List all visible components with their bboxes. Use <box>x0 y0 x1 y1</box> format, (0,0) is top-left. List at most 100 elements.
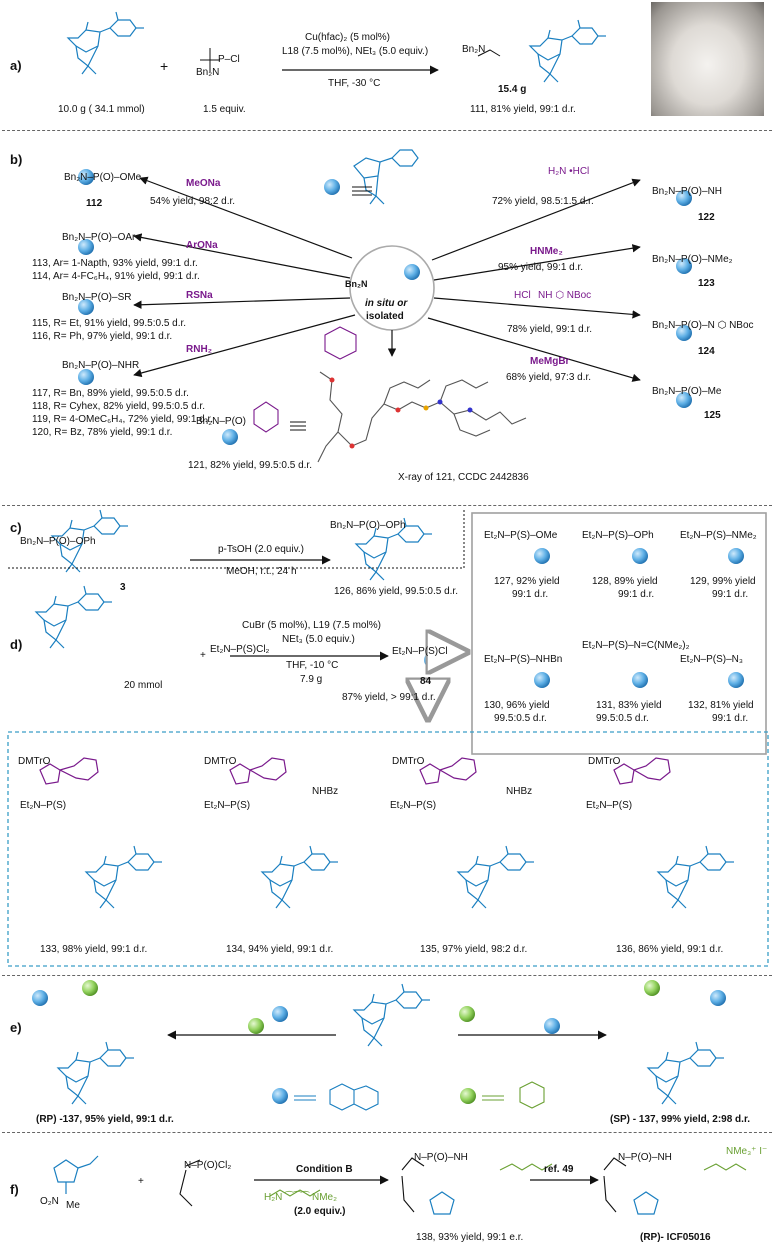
box-132-struct: Et₂N–P(S)–N₃ <box>680 654 743 665</box>
b-label-121: 121, 82% yield, 99.5:0.5 d.r. <box>188 460 312 471</box>
a-reagent-equiv: 1.5 equiv. <box>203 104 246 115</box>
b-113-struct: Bn₂N–P(O)–OAr <box>62 232 136 243</box>
box-132-dr: 99:1 d.r. <box>712 713 749 724</box>
d-prod-struct: Et₂N–P(S)Cl <box>392 646 448 657</box>
dn-133-et2n: Et₂N–P(S) <box>20 800 67 811</box>
divider <box>2 1132 772 1133</box>
a-reagent: Bn₂N <box>196 67 220 78</box>
f-nme3: NMe₃⁺ I⁻ <box>726 1146 768 1157</box>
e-right-product: (SP) - 137, 99% yield, 2:98 d.r. <box>610 1114 751 1125</box>
f-final-struct: N–P(O)–NH <box>618 1152 672 1163</box>
b-label-113: 113, Ar= 1-Napth, 93% yield, 99:1 d.r. <box>32 258 198 269</box>
b-label-112: 112 <box>86 198 103 209</box>
plus-sign: + <box>160 58 169 74</box>
box-128-dr: 99:1 d.r. <box>618 589 655 600</box>
d-cond4: 7.9 g <box>300 674 323 685</box>
b-label-124: 124 <box>698 346 715 357</box>
box-132-label: 132, 81% yield <box>688 700 754 711</box>
b-112-struct: Bn₂N–P(O)–OMe <box>64 172 142 183</box>
d-cond3: THF, -10 °C <box>286 660 339 671</box>
b-label-119: 119, R= 4-OMeC₆H₄, 72% yield, 99:1 d.r. <box>32 414 214 425</box>
b-121-struct: Bn₂N–P(O) <box>196 416 247 427</box>
f-ref: ref. 49 <box>544 1164 574 1175</box>
box-129-dr: 99:1 d.r. <box>712 589 749 600</box>
b-label-114: 114, Ar= 4-FC₆H₄, 91% yield, 99:1 d.r. <box>32 271 200 282</box>
box-131-dr: 99.5:0.5 d.r. <box>596 713 649 724</box>
section-c-label: c) <box>10 520 22 535</box>
section-a-label: a) <box>10 58 22 73</box>
f-cond-title: Condition B <box>296 1164 353 1175</box>
c-sm-label: 3 <box>120 582 126 593</box>
f-plus-sign: + <box>138 1176 144 1187</box>
d-cond1: CuBr (5 mol%), L19 (7.5 mol%) <box>242 620 381 631</box>
f-final: (RP)- ICF05016 <box>640 1232 711 1243</box>
a-sm-amount: 10.0 g ( 34.1 mmol) <box>58 104 145 115</box>
divider <box>2 505 772 506</box>
dn-136-et2n: Et₂N–P(S) <box>586 800 633 811</box>
b-label-115: 115, R= Et, 91% yield, 99.5:0.5 d.r. <box>32 318 187 329</box>
dn-134-label: 134, 94% yield, 99:1 d.r. <box>226 944 334 955</box>
box-128-struct: Et₂N–P(S)–OPh <box>582 530 654 541</box>
box-130-struct: Et₂N–P(S)–NHBn <box>484 654 563 665</box>
b-center-line1: in situ or <box>365 298 408 309</box>
b-result-125: 68% yield, 97:3 d.r. <box>506 372 592 383</box>
a-product: 111, 81% yield, 99:1 d.r. <box>470 104 576 115</box>
dn-134-nhbz: NHBz <box>312 786 339 797</box>
e-left-product: (RP) -137, 95% yield, 99:1 d.r. <box>36 1114 174 1125</box>
b-result-124: 78% yield, 99:1 d.r. <box>507 324 593 335</box>
b-center-line2: isolated <box>366 311 404 322</box>
b-123-struct: Bn₂N–P(O)–NMe₂ <box>652 254 733 265</box>
b-xray: X-ray of 121, CCDC 2442836 <box>398 472 529 483</box>
box-127-dr: 99:1 d.r. <box>512 589 549 600</box>
b-122-struct: Bn₂N–P(O)–NH <box>652 186 723 197</box>
box-129-label: 129, 99% yield <box>690 576 756 587</box>
b-label-120: 120, R= Bz, 78% yield, 99:1 d.r. <box>32 427 173 438</box>
f-me: Me <box>66 1200 80 1211</box>
b-115-struct: Bn₂N–P(O)–SR <box>62 292 132 303</box>
d-product-label: 84 <box>420 676 432 687</box>
box-131-label: 131, 83% yield <box>596 700 662 711</box>
b-label-118: 118, R= Cyhex, 82% yield, 99.5:0.5 d.r. <box>32 401 205 412</box>
d-amount: 20 mmol <box>124 680 163 691</box>
d-reagent-struct: Et₂N–P(S)Cl₂ <box>210 644 270 655</box>
b-label-122: 122 <box>698 212 715 223</box>
d-plus-sign: + <box>200 650 206 661</box>
f-cond-equiv: (2.0 equiv.) <box>294 1206 346 1217</box>
c-sm-struct: Bn₂N–P(O)–OPh <box>20 536 96 547</box>
box-127-label: 127, 92% yield <box>494 576 560 587</box>
dn-135-et2n: Et₂N–P(S) <box>390 800 437 811</box>
section-d-label: d) <box>10 637 23 652</box>
dn-133-label: 133, 98% yield, 99:1 d.r. <box>40 944 148 955</box>
c-prod-struct: Bn₂N–P(O)–OPh <box>330 520 406 531</box>
a-prod-bn2n: Bn₂N <box>462 44 486 55</box>
dn-134-dmtr: DMTrO <box>204 756 237 767</box>
divider <box>2 130 772 131</box>
box-130-dr: 99.5:0.5 d.r. <box>494 713 547 724</box>
b-spiro-amine: NH ⬡ NBoc <box>538 290 592 301</box>
section-f-label: f) <box>10 1182 19 1197</box>
product-photo <box>651 2 764 116</box>
f-product: 138, 93% yield, 99:1 e.r. <box>416 1232 524 1243</box>
b-center-bn2n: Bn₂N <box>345 279 368 289</box>
b-reagent-meona: MeONa <box>186 178 221 189</box>
dn-136-dmtr: DMTrO <box>588 756 621 767</box>
a-cond2: L18 (7.5 mol%), NEt₃ (5.0 equiv.) <box>282 46 429 57</box>
dn-136-label: 136, 86% yield, 99:1 d.r. <box>616 944 724 955</box>
b-124-struct: Bn₂N–P(O)–N ⬡ NBoc <box>652 320 754 331</box>
b-reagent-spiro: HCl <box>514 290 531 301</box>
f-reagent-struct: N–P(O)Cl₂ <box>184 1160 232 1171</box>
f-diamine: H₂N ⁀⁀⁀ NMe₂ <box>264 1192 337 1203</box>
c-cond2: MeOH, r.t., 24 h <box>226 566 297 577</box>
a-cond1: Cu(hfac)₂ (5 mol%) <box>305 32 391 43</box>
b-reagent-hnme2: HNMe₂ <box>530 246 563 257</box>
b-125-struct: Bn₂N–P(O)–Me <box>652 386 722 397</box>
b-reagent-amino-ester: H₂N •HCl <box>548 166 590 177</box>
dn-134-et2n: Et₂N–P(S) <box>204 800 251 811</box>
f-no2: O₂N <box>40 1196 59 1207</box>
section-e-label: e) <box>10 1020 22 1035</box>
dn-135-nhbz: NHBz <box>506 786 533 797</box>
b-label-117: 117, R= Bn, 89% yield, 99.5:0.5 d.r. <box>32 388 189 399</box>
b-label-125: 125 <box>704 410 721 421</box>
dn-135-dmtr: DMTrO <box>392 756 425 767</box>
